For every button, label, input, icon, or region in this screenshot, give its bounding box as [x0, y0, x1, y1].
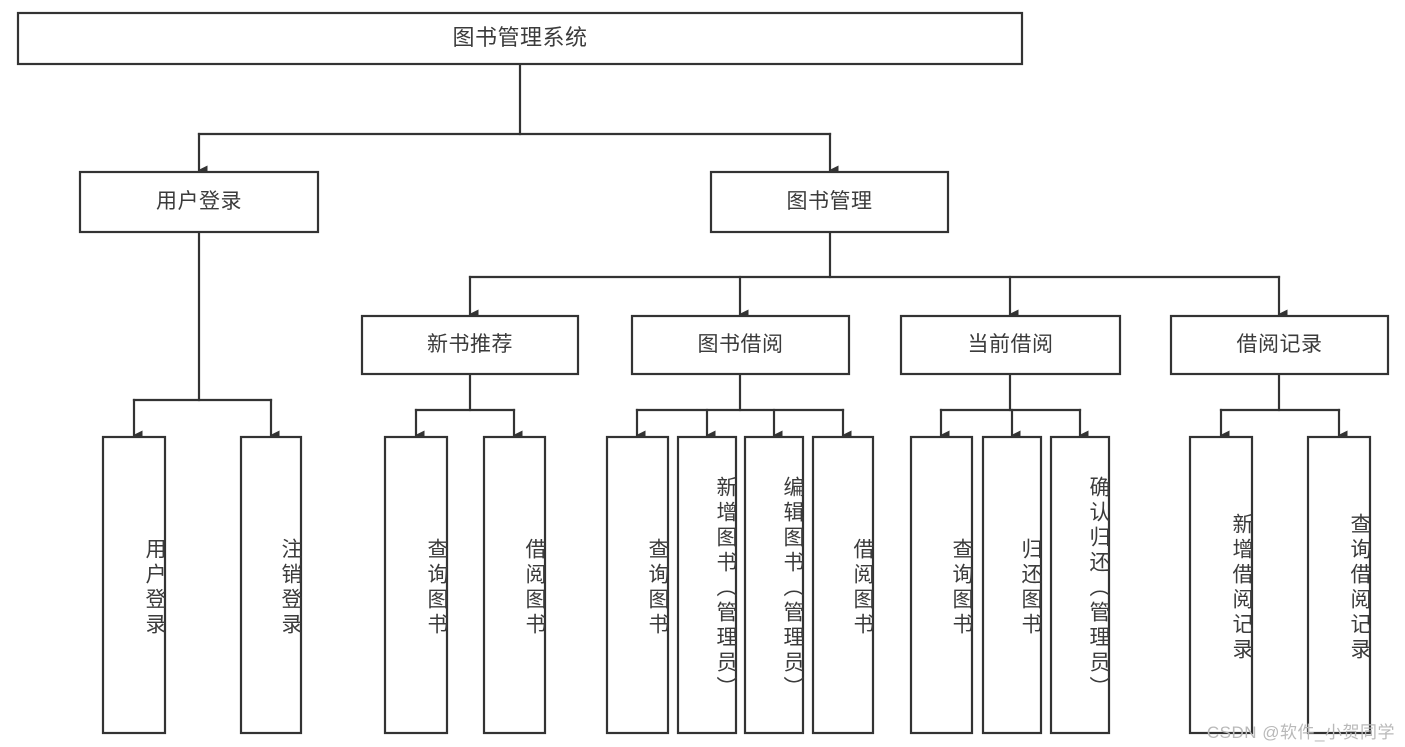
node-box-leaf-query-book-borrow[interactable]	[605, 435, 670, 735]
node-box-book-borrow[interactable]	[630, 314, 851, 376]
csdn-watermark: CSDN @软件_小贺同学	[1206, 723, 1395, 742]
node-box-leaf-query-book-recommend[interactable]	[383, 435, 449, 735]
node-box-leaf-add-borrow-record[interactable]	[1188, 435, 1254, 735]
node-box-root[interactable]	[16, 11, 1024, 66]
node-box-leaf-borrow-book[interactable]	[811, 435, 875, 735]
node-box-leaf-user-login[interactable]	[101, 435, 167, 735]
node-box-leaf-query-borrow-record[interactable]	[1306, 435, 1372, 735]
node-box-leaf-return-book[interactable]	[981, 435, 1043, 735]
node-box-borrow-record[interactable]	[1169, 314, 1390, 376]
node-box-current-borrow[interactable]	[899, 314, 1122, 376]
node-box-leaf-query-book-current[interactable]	[909, 435, 974, 735]
node-box-leaf-borrow-book-recommend[interactable]	[482, 435, 547, 735]
node-box-leaf-user-logout[interactable]	[239, 435, 303, 735]
connectors-layer	[132, 62, 1348, 440]
node-box-book-manage[interactable]	[709, 170, 950, 234]
node-box-leaf-add-book-admin[interactable]	[676, 435, 738, 735]
nodes-layer	[16, 11, 1390, 735]
node-box-leaf-confirm-return-admin[interactable]	[1049, 435, 1111, 735]
node-box-user-login[interactable]	[78, 170, 320, 234]
node-box-new-book-recommend[interactable]	[360, 314, 580, 376]
node-box-leaf-edit-book-admin[interactable]	[743, 435, 805, 735]
